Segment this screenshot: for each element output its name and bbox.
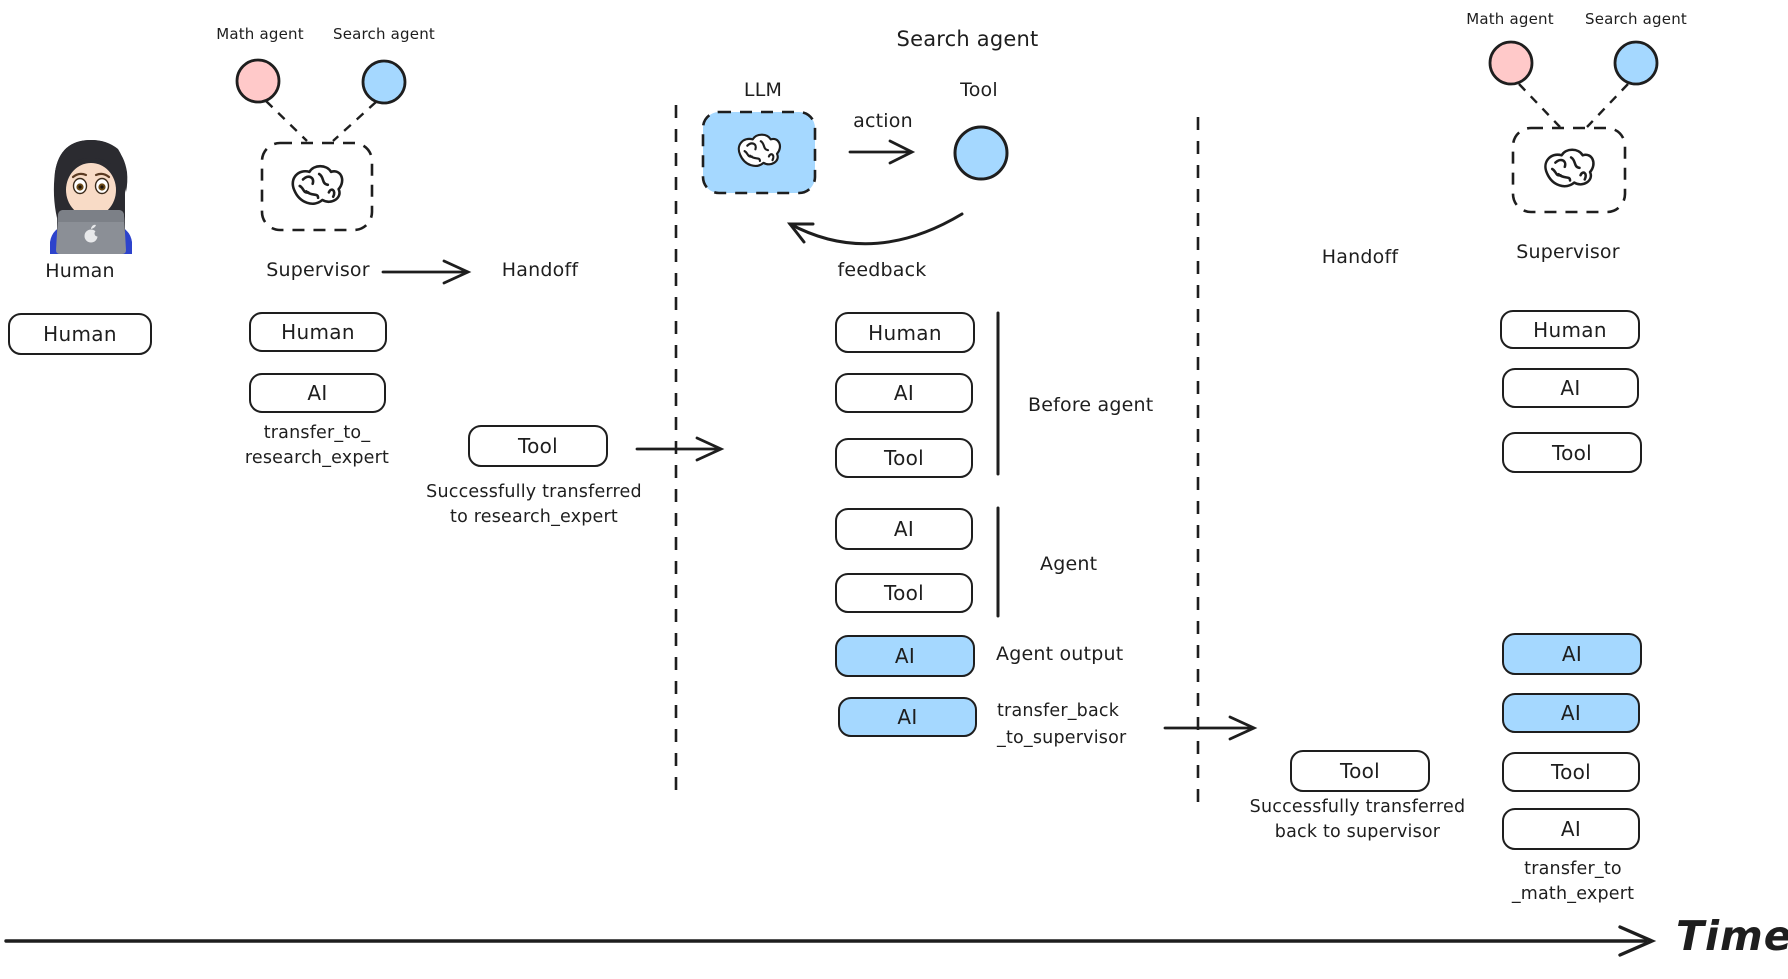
math-agent-label: Math agent [1466,10,1554,28]
agent-output-ai-message-box: AI [835,635,975,677]
ai-message-box: AI [835,508,973,550]
search-agent-label: Search agent [1584,10,1688,28]
agent-group-label: Agent [1040,553,1098,575]
feedback-label: feedback [837,259,927,281]
handoff2-caption: Handoff [1321,246,1399,268]
search-agent-connector [332,101,377,142]
feedback-arrow [786,212,964,246]
search-agent-node-icon [361,59,407,105]
tool-node-icon [953,125,1009,181]
transfer-back-arrow [1163,715,1258,741]
transfer-to-math-line1: transfer_to [1524,859,1622,879]
action-label: action [853,110,913,132]
ai-message-box: AI [1502,808,1640,850]
human-message-box: Human [249,312,387,352]
transfer-to-call-line1: transfer_to_ [263,423,371,443]
tool-result1-line2: to research_expert [450,507,618,527]
tool-result2-line2: back to supervisor [1274,822,1441,842]
supervisor1-to-handoff-arrow [381,259,472,285]
before-agent-group-label: Before agent [1028,394,1154,416]
search-agent-lane-title: Search agent [896,27,1039,51]
ai-message-box: AI [1502,693,1640,733]
math-agent-node-icon [1488,40,1534,86]
human-message-box: Human [8,313,152,355]
tool-result1-line1: Successfully transferred [426,482,642,502]
human-lane-caption: Human [45,260,115,282]
handoff1-caption: Handoff [501,259,579,281]
tool-message-box: Tool [835,438,973,478]
transfer-to-math-line2: _math_expert [1511,884,1635,904]
tool-message-box: Tool [1290,750,1430,792]
time-axis-arrow [4,925,1657,957]
brain-icon [1544,148,1595,188]
search-agent-label: Search agent [332,25,436,43]
handoff-to-search-agent-arrow [635,436,725,462]
search-agent-connector [1586,83,1629,128]
action-arrow [848,139,916,165]
math-agent-connector [265,100,308,142]
tool-message-box: Tool [835,573,973,613]
agent-output-label: Agent output [996,643,1124,665]
brain-icon [737,133,782,167]
brain-icon [291,164,344,205]
time-axis-label: Time [1676,912,1788,960]
transfer-back-call-line2: _to_supervisor [997,728,1127,748]
transfer-to-call-line2: research_expert [244,448,390,468]
math-agent-label: Math agent [216,25,304,43]
human-message-box: Human [835,312,975,353]
transfer-ai-message-box: AI [838,697,977,737]
ai-message-box: AI [1502,368,1639,408]
supervisor1-llm-box [260,141,374,232]
tool-node-label: Tool [960,79,998,101]
llm-box [701,110,817,195]
tool-message-box: Tool [468,425,608,467]
math-agent-node-icon [235,58,281,104]
llm-label: LLM [743,79,783,101]
ai-message-box: AI [1502,633,1642,675]
search-agent-node-icon [1613,40,1659,86]
human-message-box: Human [1500,310,1640,349]
supervisor2-llm-box [1511,126,1627,214]
math-agent-connector [1518,83,1561,128]
tool-message-box: Tool [1502,432,1642,473]
ai-message-box: AI [249,373,386,413]
tool-message-box: Tool [1502,752,1640,792]
tool-result2-line1: Successfully transferred [1249,797,1466,817]
woman-technologist-icon [50,140,132,254]
supervisor2-caption: Supervisor [1516,241,1620,263]
supervisor1-caption: Supervisor [266,259,370,281]
transfer-back-call-line1: transfer_back [997,701,1120,721]
ai-message-box: AI [835,373,973,413]
